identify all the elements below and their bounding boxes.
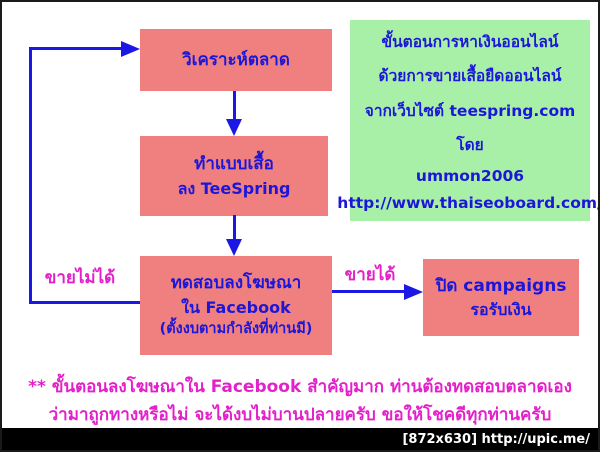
watermark-bar: [872x630] http://upic.me/ (2, 428, 598, 450)
info-panel-title-line: ขั้นตอนการหาเงินออนไลน์ (381, 32, 559, 51)
footer-note: ** ขั้นตอนลงโฆษณาใน Facebook สำคัญมาก ท่… (2, 373, 598, 429)
info-panel-website-line: จากเว็บไซต์ teespring.com (364, 101, 576, 120)
footer-note-line2: ว่ามาถูกทางหรือไม่ จะได้งบไม่บานปลายครับ… (48, 405, 552, 425)
watermark-text: [872x630] http://upic.me/ (402, 431, 590, 447)
flow-step-close-campaigns: ปิด campaigns รอรับเงิน (423, 259, 579, 336)
flow-step-make-shirt-teespring: ทำแบบเสื้อ ลง TeeSpring (140, 136, 328, 216)
arrow-fbtest-to-close-arrowhead-icon (404, 284, 423, 300)
info-panel-author: ummon2006 (415, 166, 525, 185)
fail-loop-bottom-line (29, 301, 140, 304)
flow-step-label-line1: ปิด campaigns (435, 275, 567, 296)
info-panel-url: http://www.thaiseoboard.com/ (337, 194, 600, 213)
edge-label-no-sale: ขายไม่ได้ (44, 268, 116, 288)
flow-step-label-line2: รอรับเงิน (470, 300, 532, 320)
arrow-analyze-to-design-line (233, 91, 236, 121)
flow-step-label-line2: ใน Facebook (181, 297, 291, 317)
info-panel: ขั้นตอนการหาเงินออนไลน์ ด้วยการขายเสื้อย… (337, 20, 598, 221)
arrow-design-to-fbtest-line (233, 215, 236, 241)
flow-step-facebook-ad-test: ทดสอบลงโฆษณา ใน Facebook (ตั้งงบตามกำลัง… (140, 256, 332, 355)
info-panel-subtitle-line: ด้วยการขายเสื้อยืดออนไลน์ (378, 67, 562, 86)
fail-loop-arrowhead-icon (121, 41, 140, 57)
flow-step-label-line1: ทดสอบลงโฆษณา (170, 273, 302, 294)
flow-step-label: วิเคราะห์ตลาด (182, 49, 290, 70)
info-panel-by-line: โดย (456, 136, 484, 155)
arrow-analyze-to-design-arrowhead-icon (226, 119, 242, 136)
fail-loop-vertical-line (29, 47, 32, 304)
flow-step-label-line3: (ตั้งงบตามกำลังที่ท่านมี) (159, 320, 313, 337)
fail-loop-top-line (29, 47, 123, 50)
flow-step-label-line2: ลง TeeSpring (177, 178, 291, 198)
flow-step-label-line1: ทำแบบเสื้อ (194, 154, 274, 175)
edge-label-sale: ขายได้ (344, 265, 396, 285)
footer-note-line1: ** ขั้นตอนลงโฆษณาใน Facebook สำคัญมาก ท่… (28, 377, 572, 397)
arrow-fbtest-to-close-line (332, 290, 405, 293)
flow-step-analyze-market: วิเคราะห์ตลาด (140, 29, 332, 91)
arrow-design-to-fbtest-arrowhead-icon (226, 239, 242, 256)
